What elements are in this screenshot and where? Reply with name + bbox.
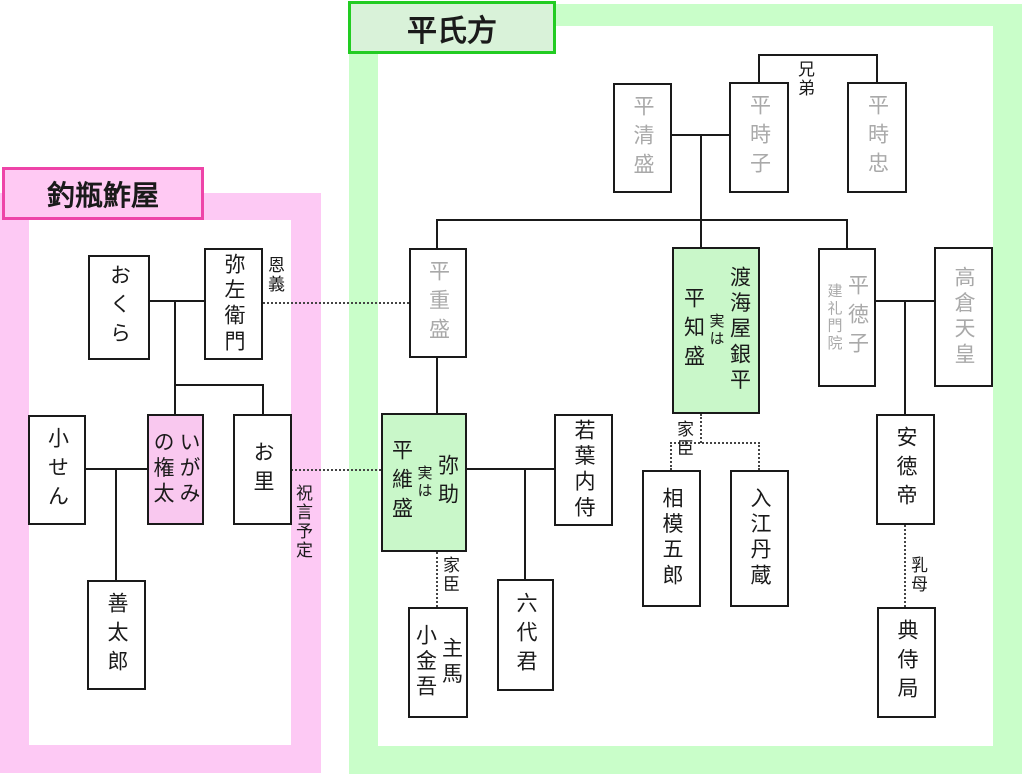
relation-label-kashin-ginpei: 家臣 bbox=[674, 420, 693, 459]
line-brothers-bracket-left bbox=[758, 54, 760, 82]
line-drop-rokudai bbox=[524, 468, 526, 579]
dotted-ginpei-retainers bbox=[670, 442, 760, 444]
dotted-shugen-osato-yasuke bbox=[291, 469, 381, 471]
person-box-kosen: 小せん bbox=[28, 415, 86, 525]
person-box-yasuke: 弥助 実は 平維盛 bbox=[381, 413, 467, 552]
line-drop-from-kiyomori-tokiko bbox=[700, 134, 702, 220]
person-box-kokingo: 主馬 小金吾 bbox=[408, 607, 468, 718]
person-name: 平時子 bbox=[747, 94, 771, 181]
person-box-rokudai: 六代君 bbox=[497, 579, 554, 691]
person-name: 六代君 bbox=[514, 591, 537, 679]
relation-label-ongi: 恩義 bbox=[265, 256, 284, 295]
person-name: 若葉内侍 bbox=[572, 418, 595, 522]
person-box-okura: おくら bbox=[88, 255, 150, 360]
line-brothers-bracket-right bbox=[876, 54, 878, 82]
person-box-kiyomori: 平清盛 bbox=[613, 83, 672, 193]
relation-label-uba: 乳母 bbox=[908, 556, 927, 595]
person-name: 入江丹蔵 bbox=[748, 487, 771, 590]
relation-label-brothers: 兄弟 bbox=[795, 60, 814, 99]
person-real-name: 平維盛 bbox=[389, 439, 413, 526]
line-siblings-sushiya bbox=[174, 384, 263, 386]
person-name: 相模五郎 bbox=[660, 487, 683, 590]
person-name: お里 bbox=[251, 440, 274, 499]
relation-label-kashin-yasuke: 家臣 bbox=[440, 556, 459, 595]
line-shigemori-yasuke bbox=[436, 358, 438, 413]
line-drop-gonta bbox=[174, 384, 176, 414]
person-box-tokitada: 平時忠 bbox=[847, 82, 907, 193]
line-drop-ginpei bbox=[700, 219, 702, 247]
line-brothers-bracket bbox=[758, 54, 878, 56]
dotted-drop-sagami bbox=[670, 442, 672, 470]
line-drop-tokuko bbox=[846, 219, 848, 248]
person-box-wakaba: 若葉内侍 bbox=[554, 414, 613, 526]
person-box-tokiko: 平時子 bbox=[729, 82, 789, 193]
line-drop-from-okura-yazaemon bbox=[174, 300, 176, 386]
sushiya-region-title-text: 釣瓶鮓屋 bbox=[46, 179, 159, 211]
person-box-sagami: 相模五郎 bbox=[642, 470, 701, 607]
person-box-ginpei: 渡海屋銀平 実は 平知盛 bbox=[672, 247, 760, 414]
line-drop-antoku bbox=[904, 300, 906, 414]
person-box-gonta: いがみ の権太 bbox=[147, 414, 204, 525]
person-name: 弥左衛門 bbox=[222, 252, 245, 356]
person-name: 平徳子 bbox=[845, 274, 869, 361]
person-name-right: 主馬 bbox=[439, 636, 463, 689]
dotted-yasuke-kokingo bbox=[436, 552, 438, 607]
line-siblings-heishi bbox=[436, 219, 848, 221]
person-box-yazaemon: 弥左衛門 bbox=[204, 248, 263, 360]
sushiya-region-title: 釣瓶鮓屋 bbox=[2, 167, 204, 220]
person-name: 典侍局 bbox=[895, 619, 918, 706]
line-drop-osato bbox=[262, 384, 264, 414]
person-real-name: 平知盛 bbox=[681, 287, 705, 374]
person-title: 建礼門院 bbox=[825, 283, 843, 352]
person-alias: 渡海屋銀平 bbox=[727, 266, 751, 395]
person-box-shigemori: 平重盛 bbox=[409, 248, 467, 358]
person-box-osato: お里 bbox=[233, 414, 292, 525]
person-alias: 弥助 bbox=[435, 453, 459, 512]
person-name: 高倉天皇 bbox=[952, 265, 975, 369]
person-name: 安徳帝 bbox=[894, 426, 917, 513]
person-name: 平時忠 bbox=[865, 94, 889, 181]
person-box-irie: 入江丹蔵 bbox=[730, 470, 789, 607]
person-name-left: 小金吾 bbox=[413, 624, 437, 701]
heishi-region-title: 平氏方 bbox=[348, 1, 556, 54]
dotted-ginpei-down bbox=[700, 414, 702, 443]
person-name: 小せん bbox=[45, 426, 69, 514]
person-reveal-label: 実は bbox=[415, 465, 433, 500]
dotted-ongi-yazaemon-shigemori bbox=[263, 302, 409, 304]
person-name: 平重盛 bbox=[426, 259, 450, 347]
person-box-tenji: 典侍局 bbox=[877, 607, 936, 718]
line-marriage-okura-yazaemon bbox=[150, 300, 204, 302]
heishi-region-title-text: 平氏方 bbox=[407, 14, 497, 48]
relation-label-shugen-yotei: 祝言予定 bbox=[293, 484, 312, 561]
person-name: 平清盛 bbox=[631, 94, 654, 182]
person-name: 善太郎 bbox=[105, 591, 128, 679]
person-box-zentaro: 善太郎 bbox=[87, 580, 146, 690]
person-name-left: の権太 bbox=[151, 431, 174, 508]
line-drop-zentaro bbox=[115, 468, 117, 580]
dotted-drop-irie bbox=[758, 442, 760, 470]
dotted-antoku-tenji bbox=[904, 525, 906, 607]
person-box-antoku: 安徳帝 bbox=[876, 414, 935, 525]
person-name: おくら bbox=[107, 264, 131, 351]
person-box-tokuko: 平徳子 建礼門院 bbox=[818, 248, 876, 387]
person-reveal-label: 実は bbox=[707, 313, 725, 348]
line-drop-shigemori bbox=[436, 219, 438, 248]
line-marriage-yasuke-wakaba bbox=[467, 468, 554, 470]
person-name-right: いがみ bbox=[177, 431, 200, 508]
person-box-takakura: 高倉天皇 bbox=[934, 247, 993, 387]
